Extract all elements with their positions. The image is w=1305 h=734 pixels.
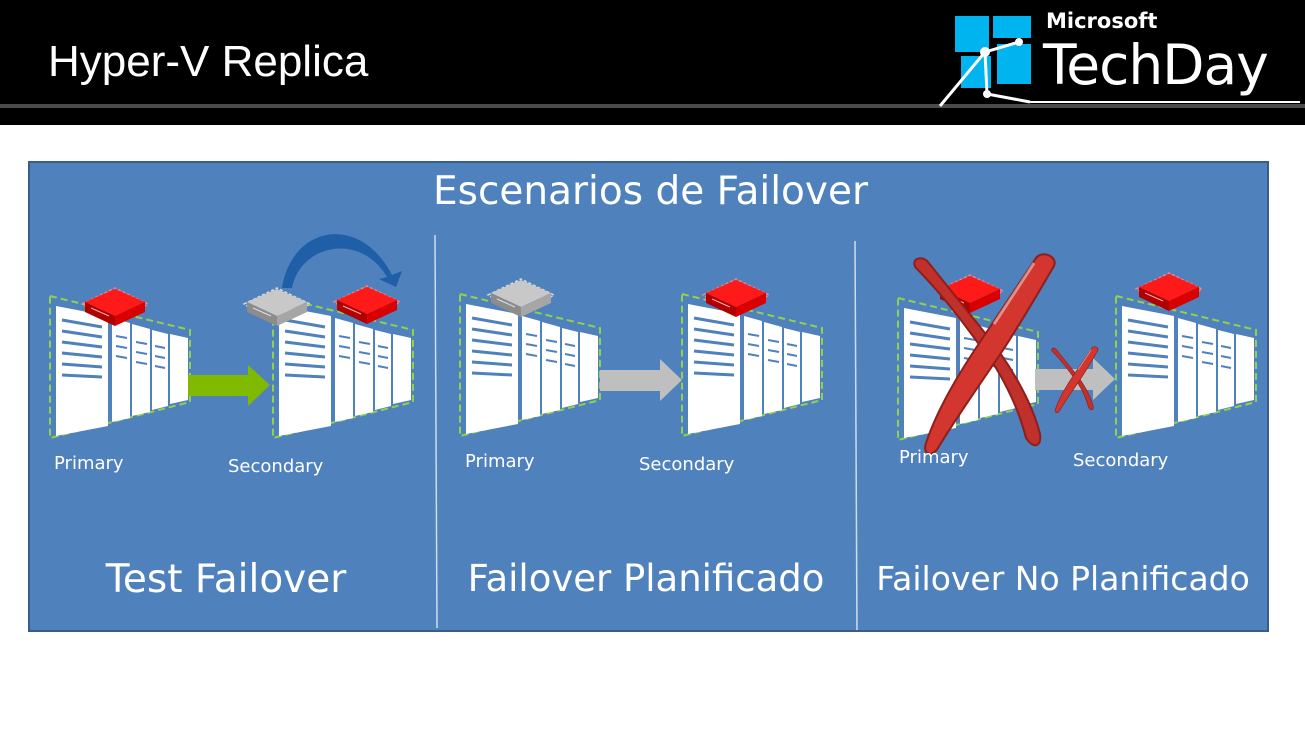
vm-active-icon-3: [1135, 272, 1203, 312]
header-bar: Hyper-V Replica Microsoft TechDay: [0, 0, 1305, 125]
techday-logo-icon: [938, 16, 1300, 107]
scenario-divider-1: [434, 234, 438, 629]
secondary-label-2: Secondary: [639, 454, 735, 475]
scenario-title-planned: Failover Planificado: [467, 557, 825, 600]
secondary-label-1: Secondary: [228, 456, 324, 477]
primary-label-1: Primary: [54, 453, 124, 474]
brand-techday: TechDay: [1043, 33, 1269, 97]
primary-label-3: Primary: [899, 447, 969, 468]
secondary-server-icon-3: [1114, 294, 1258, 440]
scenario-divider-2: [854, 240, 858, 630]
primary-label-2: Primary: [465, 451, 535, 472]
brand-microsoft: Microsoft: [1046, 9, 1158, 33]
scenarios-diagram: [48, 234, 1258, 630]
vm-replica-icon-1: [333, 285, 401, 325]
test-failover-curved-arrow-icon: [282, 234, 402, 288]
secondary-label-3: Secondary: [1073, 450, 1169, 471]
secondary-server-icon-2: [680, 292, 824, 438]
scenario-title-unplanned: Failover No Planificado: [876, 559, 1250, 598]
scenario-title-test-failover: Test Failover: [105, 557, 347, 602]
replication-arrow-icon-1: [188, 365, 270, 406]
failover-scenarios-panel: Escenarios de Failover Primary Secondary…: [28, 161, 1269, 632]
slide-title: Hyper-V Replica: [48, 37, 369, 86]
primary-server-icon-2: [458, 292, 602, 438]
replication-arrow-icon-2: [600, 359, 682, 401]
panel-title: Escenarios de Failover: [433, 169, 868, 214]
header-divider: [0, 104, 1305, 108]
